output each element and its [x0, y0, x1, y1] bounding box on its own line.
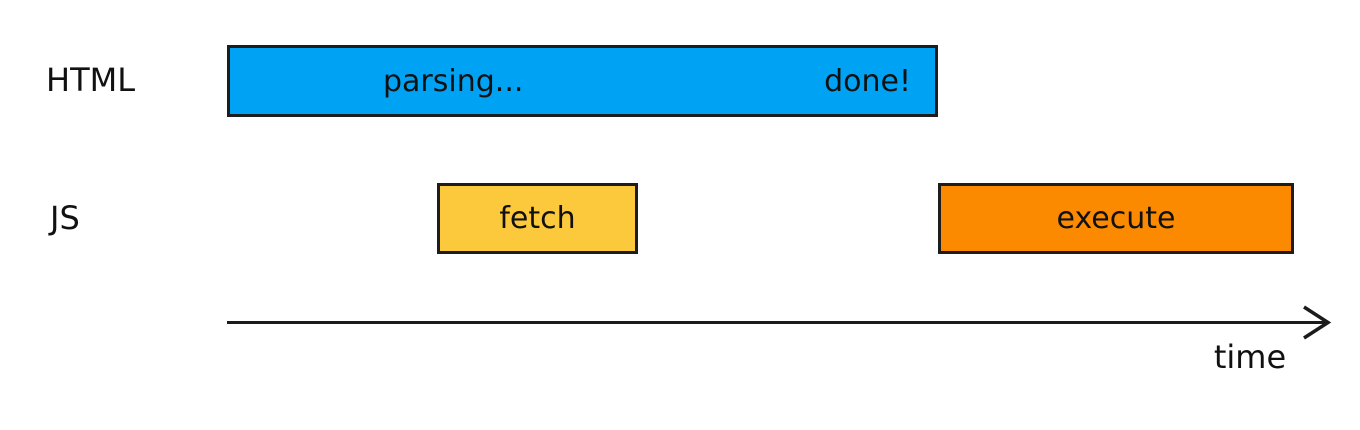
time-axis-arrow	[227, 305, 1332, 340]
arrowhead-icon	[1303, 305, 1332, 340]
parsing-label: parsing...	[383, 63, 524, 99]
js-execute-bar: execute	[938, 183, 1294, 254]
time-axis-label: time	[1213, 338, 1287, 376]
row-label-html: HTML	[46, 61, 136, 99]
html-parsing-bar: parsing... done!	[227, 45, 938, 117]
fetch-label: fetch	[499, 201, 576, 236]
js-fetch-bar: fetch	[437, 183, 638, 254]
row-label-js: JS	[50, 199, 80, 237]
done-label: done!	[824, 63, 911, 99]
execute-label: execute	[1056, 201, 1176, 236]
